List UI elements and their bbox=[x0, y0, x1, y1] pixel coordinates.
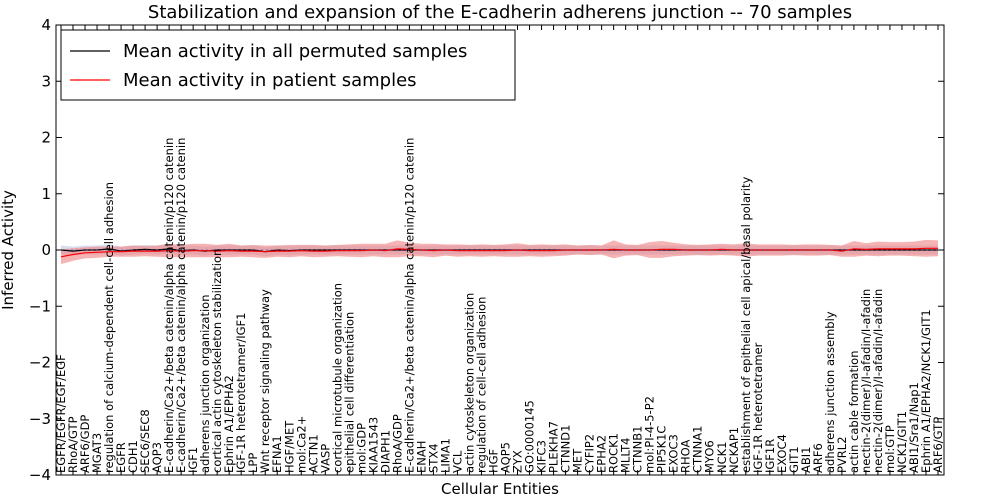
category-label: PIP5K1C bbox=[655, 426, 669, 473]
category-label: PVRL2 bbox=[835, 436, 849, 473]
category-label: SEC6/SEC8 bbox=[138, 409, 152, 473]
y-tick-label: −4 bbox=[29, 466, 51, 484]
category-label: DIAPH1 bbox=[378, 430, 392, 473]
category-label: MET bbox=[571, 448, 585, 473]
legend-label-2: Mean activity in patient samples bbox=[123, 70, 417, 91]
category-label: RhoA/GTP bbox=[66, 416, 80, 473]
category-label: RhoA/GDP bbox=[390, 414, 404, 473]
category-label: RHOA bbox=[679, 440, 693, 473]
category-label: Wnt receptor signaling pathway bbox=[258, 289, 272, 473]
category-label: adherens junction organization bbox=[198, 295, 212, 473]
category-label: E-cadherin/Ca2+/beta catenin/alpha caten… bbox=[402, 138, 416, 473]
category-label: ABI1 bbox=[799, 447, 813, 473]
category-label: regulation of calcium-dependent cell-cel… bbox=[102, 182, 116, 473]
y-tick-label: 4 bbox=[41, 16, 51, 34]
category-label: IGF1 bbox=[186, 447, 200, 473]
category-label: ENAH bbox=[414, 441, 428, 473]
category-label: EXOC4 bbox=[775, 434, 789, 473]
y-axis-label: Inferred Activity bbox=[0, 190, 17, 310]
legend: Mean activity in all permuted samplesMea… bbox=[60, 29, 516, 101]
category-label: CTNNB1 bbox=[631, 426, 645, 473]
category-label: E-cadherin/Ca2+/beta catenin/alpha caten… bbox=[174, 138, 188, 473]
category-labels: EGFR/EGFR/EGF/EGFRhoA/GTPARF6/GDPMGAT3re… bbox=[54, 138, 945, 473]
category-label: mol:GTP bbox=[883, 425, 897, 473]
category-label: cortical actin cytoskeleton stabilizatio… bbox=[210, 249, 224, 473]
x-axis-ticks bbox=[60, 25, 939, 475]
category-label: EXOC3 bbox=[667, 434, 681, 473]
y-tick-label: −2 bbox=[29, 354, 51, 372]
legend-label-1: Mean activity in all permuted samples bbox=[123, 41, 467, 62]
category-label: IGF1R bbox=[763, 439, 777, 473]
category-label: MYO6 bbox=[703, 440, 717, 473]
category-label: ARF6 bbox=[811, 443, 825, 473]
y-tick-label: 3 bbox=[41, 72, 51, 90]
category-label: adherens junction assembly bbox=[823, 311, 837, 473]
category-label: AQP3 bbox=[150, 442, 164, 473]
category-label: MLLT4 bbox=[619, 438, 633, 474]
category-label: nectin-2(dimer)/I-afadin/I-afadin bbox=[871, 289, 885, 473]
category-label: LIMA1 bbox=[438, 438, 452, 473]
series-lines bbox=[56, 247, 944, 258]
x-axis-label: Cellular Entities bbox=[441, 480, 559, 498]
y-tick-label: 1 bbox=[41, 185, 51, 203]
category-label: IGF-1R heterotetramer bbox=[751, 342, 765, 473]
chart-title: Stabilization and expansion of the E-cad… bbox=[148, 2, 852, 23]
category-label: Ephrin A1/EPHA2 bbox=[222, 375, 236, 473]
category-label: EGFR/EGFR/EGF/EGF bbox=[54, 354, 68, 473]
y-tick-label: −3 bbox=[29, 410, 51, 428]
category-label: regulation of cell-cell adhesion bbox=[475, 297, 489, 473]
category-label: CYFIP2 bbox=[583, 434, 597, 473]
category-label: mol:PI-4-5-P2 bbox=[643, 396, 657, 473]
category-label: actin cable formation bbox=[847, 350, 861, 473]
category-label: STX4 bbox=[426, 443, 440, 473]
category-label: establishment of epithelial cell apical/… bbox=[739, 177, 753, 473]
category-label: EPHA2 bbox=[595, 435, 609, 473]
category-label: VASP bbox=[318, 444, 332, 473]
category-label: PLEKHA7 bbox=[547, 421, 561, 473]
category-label: E-cadherin/Ca2+/beta catenin/alpha caten… bbox=[162, 138, 176, 473]
category-label: NCK1/GIT1 bbox=[895, 411, 909, 473]
category-label: epithelial cell differentiation bbox=[342, 312, 356, 473]
category-label: CTNND1 bbox=[559, 425, 573, 473]
category-label: AQP5 bbox=[499, 442, 513, 473]
category-label: ABI1/Sra1/Nap1 bbox=[907, 382, 921, 473]
category-label: MGAT3 bbox=[90, 433, 104, 473]
category-label: KIAA1543 bbox=[366, 417, 380, 473]
category-label: NCKAP1 bbox=[727, 427, 741, 473]
category-label: IGF-1R heterotetramer/IGF1 bbox=[234, 313, 248, 473]
confidence-bands bbox=[61, 239, 938, 265]
category-label: CDH1 bbox=[126, 440, 140, 473]
category-label: cortical microtubule organization bbox=[330, 283, 344, 473]
category-label: GO:0000145 bbox=[523, 400, 537, 473]
y-tick-label: 0 bbox=[41, 241, 51, 259]
category-label: ZYX bbox=[511, 450, 525, 473]
y-tick-label: −1 bbox=[29, 297, 51, 315]
category-label: ACTN1 bbox=[306, 434, 320, 473]
category-label: EGFR bbox=[114, 442, 128, 473]
category-label: nectin-2(dimer)/I-afadin/I-afadin bbox=[859, 289, 873, 473]
category-label: HGF/MET bbox=[282, 420, 296, 473]
category-label: GIT1 bbox=[787, 446, 801, 473]
category-label: ARF6/GDP bbox=[78, 415, 92, 473]
category-label: CTNNA1 bbox=[691, 426, 705, 473]
category-label: actin cytoskeleton organization bbox=[463, 293, 477, 473]
category-label: NCK1 bbox=[715, 442, 729, 474]
category-label: ARF6/GTP bbox=[931, 417, 945, 473]
legend-box bbox=[60, 29, 516, 101]
category-label: LPP bbox=[246, 453, 260, 473]
band-series-2 bbox=[61, 239, 938, 265]
y-tick-label: 2 bbox=[41, 129, 51, 147]
category-label: Ephrin A1/EPHA2/NCK1/GIT1 bbox=[919, 309, 933, 473]
category-label: VCL bbox=[451, 450, 465, 473]
category-label: mol:GDP bbox=[354, 423, 368, 473]
category-label: KIFC3 bbox=[535, 440, 549, 473]
category-label: EFNA1 bbox=[270, 435, 284, 473]
category-label: HGF bbox=[487, 449, 501, 473]
category-label: ROCK1 bbox=[607, 433, 621, 473]
category-label: mol:Ca2+ bbox=[294, 416, 308, 473]
